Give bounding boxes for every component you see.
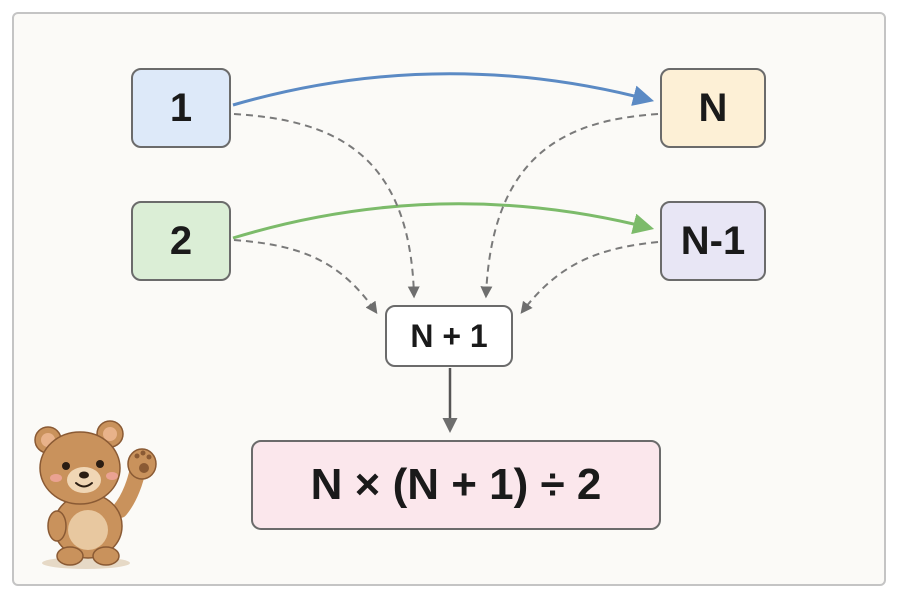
- node-one-label: 1: [169, 85, 193, 130]
- dashed-arrow-n-minus-1-to-sum: [520, 241, 659, 314]
- node-n-plus-1: N + 1: [385, 305, 513, 367]
- formula-label: N × (N + 1) ÷ 2: [310, 460, 602, 509]
- dashed-arrow-1-to-sum: [233, 113, 420, 299]
- dashed-arrow-n-to-sum: [480, 113, 659, 299]
- arrow-2-to-n-minus-1: [232, 202, 655, 240]
- node-n: N: [660, 68, 766, 148]
- dashed-arrow-2-to-sum: [233, 239, 378, 314]
- node-n-label: N: [698, 85, 728, 130]
- formula-box: N × (N + 1) ÷ 2: [251, 440, 661, 530]
- node-two-label: 2: [169, 218, 193, 263]
- node-two: 2: [131, 201, 231, 281]
- arrow-1-to-n: [232, 72, 655, 107]
- node-n-plus-1-label: N + 1: [410, 317, 488, 354]
- teddy-bear-icon: [34, 420, 157, 569]
- node-one: 1: [131, 68, 231, 148]
- node-n-minus-1: N-1: [660, 201, 766, 281]
- node-n-minus-1-label: N-1: [680, 218, 746, 263]
